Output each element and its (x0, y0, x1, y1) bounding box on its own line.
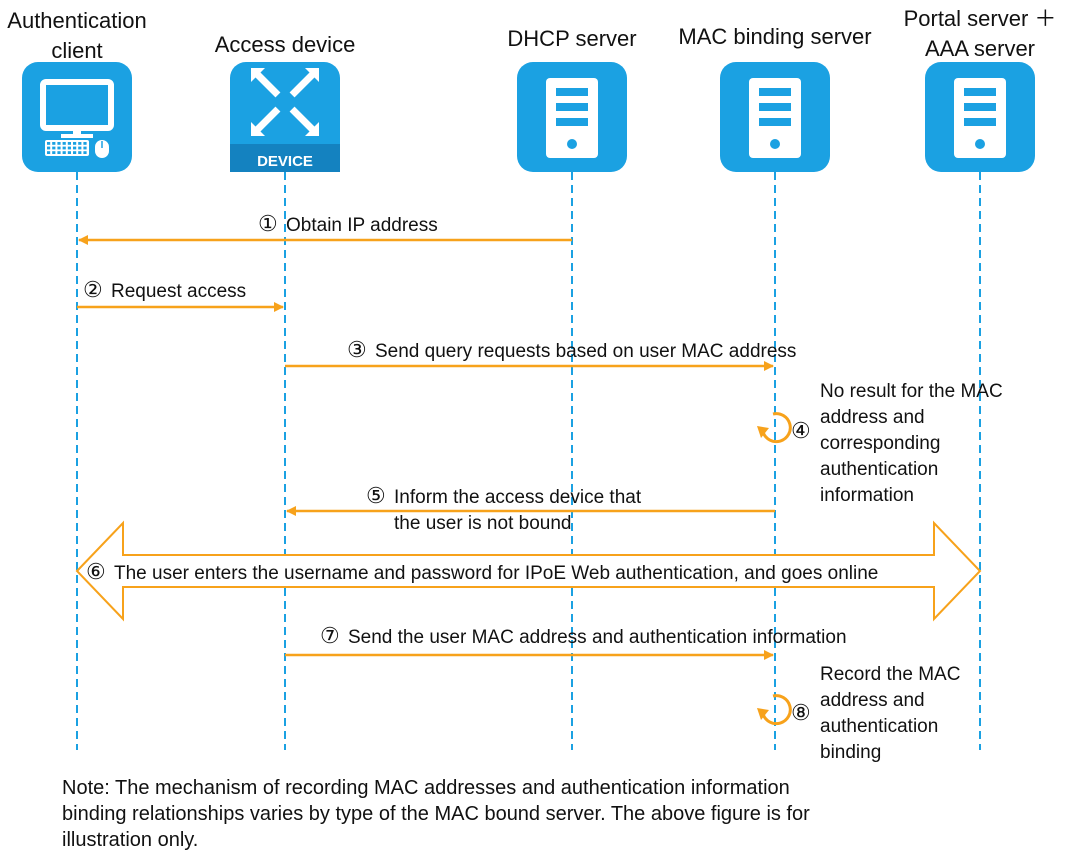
step-number: ⑤ (366, 483, 386, 508)
message-step-2: ② Request access (77, 277, 284, 312)
step-number: ⑦ (320, 623, 340, 648)
self-loop-text: corresponding (820, 433, 940, 454)
participant-label-dhcp: DHCP server (507, 26, 636, 51)
message-step-1: ① Obtain IP address (78, 211, 572, 245)
note-line: binding relationships varies by type of … (62, 803, 810, 825)
step-number: ⑥ (86, 559, 106, 584)
participant-label-client: Authentication (7, 8, 146, 33)
message-text: Send query requests based on user MAC ad… (375, 341, 796, 362)
participant-label-client: client (51, 38, 102, 63)
step-number: ① (258, 211, 278, 236)
step-number: ⑧ (791, 700, 811, 725)
participant-label-access: Access device (215, 32, 356, 57)
message-step-3: ③ Send query requests based on user MAC a… (285, 337, 796, 371)
note-line: Note: The mechanism of recording MAC add… (62, 777, 790, 799)
device-badge-label: DEVICE (257, 153, 313, 170)
server-icon (720, 62, 830, 172)
step-number: ④ (791, 418, 811, 443)
message-step-4: ④ No result for the MAC address and corresp… (757, 381, 1003, 506)
participant-label-macbind: MAC binding server (678, 24, 871, 49)
self-loop-text: authentication (820, 459, 938, 480)
message-step-7: ⑦ Send the user MAC address and authentic… (285, 623, 847, 660)
self-loop-text: information (820, 485, 914, 506)
message-text: The user enters the username and passwor… (114, 563, 878, 584)
message-text: Obtain IP address (286, 215, 438, 236)
message-step-8: ⑧ Record the MAC address and authentication… (757, 664, 960, 763)
server-icon (925, 62, 1035, 172)
device-icon: DEVICE (230, 62, 340, 172)
message-step-5: ⑤ Inform the access device that the user i… (286, 483, 775, 534)
self-loop-arrow (761, 694, 792, 726)
computer-icon (22, 62, 132, 172)
message-text: the user is not bound (394, 513, 571, 534)
self-loop-text: address and (820, 690, 925, 711)
server-icon (517, 62, 627, 172)
participant-label-portal: AAA server (925, 36, 1035, 61)
self-loop-arrow (761, 412, 792, 444)
note: Note: The mechanism of recording MAC add… (62, 775, 1022, 853)
message-text: Send the user MAC address and authentica… (348, 627, 847, 648)
message-text: Inform the access device that (394, 487, 642, 508)
self-loop-text: address and (820, 407, 925, 428)
self-loop-text: authentication (820, 716, 938, 737)
self-loop-text: No result for the MAC (820, 381, 1003, 402)
message-step-6: ⑥ The user enters the username and passwo… (75, 520, 982, 622)
self-loop-text: binding (820, 742, 881, 763)
self-loop-text: Record the MAC (820, 664, 960, 685)
step-number: ② (83, 277, 103, 302)
participant-label-portal: Portal server ＋ (904, 6, 1057, 31)
step-number: ③ (347, 337, 367, 362)
message-text: Request access (111, 281, 246, 302)
note-line: illustration only. (62, 829, 199, 851)
double-arrow (75, 520, 982, 622)
